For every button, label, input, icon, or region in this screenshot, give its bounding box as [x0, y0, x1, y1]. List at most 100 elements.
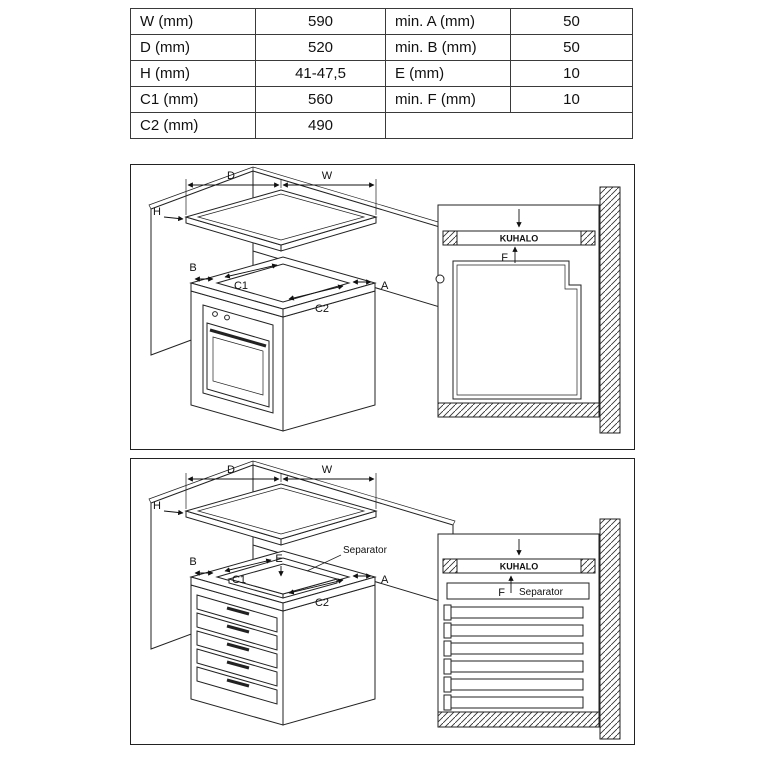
dim-value-C2: 490	[255, 112, 386, 139]
hob-glass-outline	[196, 193, 366, 241]
drawer-front-section	[443, 622, 452, 639]
drawer-handle	[226, 624, 250, 634]
worktop-cut-right	[580, 230, 596, 246]
oven-hinge	[435, 274, 445, 284]
wall-hatched	[599, 518, 621, 740]
drawer-section	[450, 678, 584, 691]
label-F: F	[501, 252, 508, 264]
drawer-section	[450, 624, 584, 637]
label-D: D	[227, 170, 235, 182]
label-W: W	[322, 170, 333, 182]
dim-label-D: D (mm)	[130, 34, 256, 61]
cross-section-view: KUHALO F Separator	[437, 518, 621, 740]
dim-value-minB: 50	[510, 34, 633, 61]
drawer-section	[450, 642, 584, 655]
worktop-cut-right	[580, 558, 596, 574]
floating-hob	[184, 189, 378, 252]
separator-leader-line	[306, 554, 342, 572]
dim-arrow-H	[163, 215, 184, 222]
table-row: C2 (mm) 490	[130, 112, 633, 139]
label-separator-section: Separator	[519, 587, 564, 598]
table-empty-cell	[385, 112, 633, 139]
worktop-cut-left	[442, 230, 458, 246]
dim-value-W: 590	[255, 8, 386, 35]
dim-label-minA: min. A (mm)	[385, 8, 511, 35]
drawer-front	[196, 648, 278, 687]
separator-section	[446, 582, 590, 600]
label-C2: C2	[315, 303, 329, 315]
label-kuhalo: KUHALO	[500, 562, 539, 572]
dim-label-C1: C1 (mm)	[130, 86, 256, 113]
floor-hatched	[437, 711, 600, 728]
drawer-front	[196, 630, 278, 669]
dim-label-minF: min. F (mm)	[385, 86, 511, 113]
floor-hatched	[437, 402, 600, 418]
hob-top	[184, 189, 378, 246]
figure2-drawing: D W H B A C1 E C2 Separator	[148, 460, 621, 740]
drawer-handle	[226, 660, 250, 670]
drawer-handle	[226, 642, 250, 652]
table-row: H (mm) 41-47,5 E (mm) 10	[130, 60, 633, 87]
oven-knob	[212, 311, 218, 317]
drawer-stack	[196, 594, 278, 705]
dim-label-W: W (mm)	[130, 8, 256, 35]
drawer-front-section	[443, 694, 452, 711]
label-B: B	[189, 556, 196, 568]
drawer-front	[196, 612, 278, 651]
oven-section-outline	[452, 260, 582, 400]
label-C1: C1	[232, 574, 246, 586]
dim-arrow-H	[163, 509, 184, 516]
oven-section-inner	[456, 264, 578, 396]
oven-knob	[224, 314, 230, 321]
label-W: W	[322, 464, 333, 476]
label-kuhalo: KUHALO	[500, 234, 539, 244]
dimensions-table: W (mm) 590 min. A (mm) 50 D (mm) 520 min…	[130, 8, 633, 139]
dimension-annotations: D W H B A C1 E C2 Separator	[153, 464, 389, 609]
dim-label-E: E (mm)	[385, 60, 511, 87]
table-row: D (mm) 520 min. B (mm) 50	[130, 34, 633, 61]
drawer-front-section	[443, 640, 452, 657]
drawer-section	[450, 660, 584, 673]
drawer-section	[450, 606, 584, 619]
figure-installation-drawers: D W H B A C1 E C2 Separator	[130, 458, 635, 745]
drawer-front	[196, 594, 278, 633]
hob-glass-outline	[196, 487, 366, 535]
label-B: B	[189, 262, 196, 274]
dim-arrow-C2	[288, 578, 344, 595]
label-A: A	[381, 280, 389, 292]
drawer-front-section	[443, 676, 452, 693]
dim-label-C2: C2 (mm)	[130, 112, 256, 139]
label-A: A	[381, 574, 389, 586]
drawer-front-section	[443, 604, 452, 621]
extension-lines	[185, 473, 377, 509]
label-H: H	[153, 206, 161, 218]
figure-installation-oven: D W H B A C1 C2	[130, 164, 635, 450]
label-C1: C1	[234, 280, 248, 292]
oven-door	[206, 322, 270, 408]
dim-value-minF: 10	[510, 86, 633, 113]
wall-hatched	[599, 186, 621, 434]
drawer-handle	[226, 606, 250, 616]
figure1-drawing: D W H B A C1 C2	[148, 166, 621, 434]
dim-value-E: 10	[510, 60, 633, 87]
built-in-oven	[202, 304, 274, 414]
dim-value-minA: 50	[510, 8, 633, 35]
hob-top	[184, 483, 378, 540]
label-C2: C2	[315, 597, 329, 609]
label-D: D	[227, 464, 235, 476]
cross-section-view: KUHALO F	[435, 186, 621, 434]
table-row: W (mm) 590 min. A (mm) 50	[130, 8, 633, 35]
worktop-cut-left	[442, 558, 458, 574]
drawer-handle	[226, 678, 250, 688]
dim-label-minB: min. B (mm)	[385, 34, 511, 61]
dim-arrow-C2	[288, 284, 344, 301]
dim-value-C1: 560	[255, 86, 386, 113]
label-E: E	[275, 553, 282, 565]
oven-handle	[209, 328, 267, 348]
dim-value-D: 520	[255, 34, 386, 61]
floating-hob	[184, 483, 378, 546]
label-H: H	[153, 500, 161, 512]
label-F: F	[498, 587, 505, 599]
label-separator: Separator	[343, 545, 388, 556]
